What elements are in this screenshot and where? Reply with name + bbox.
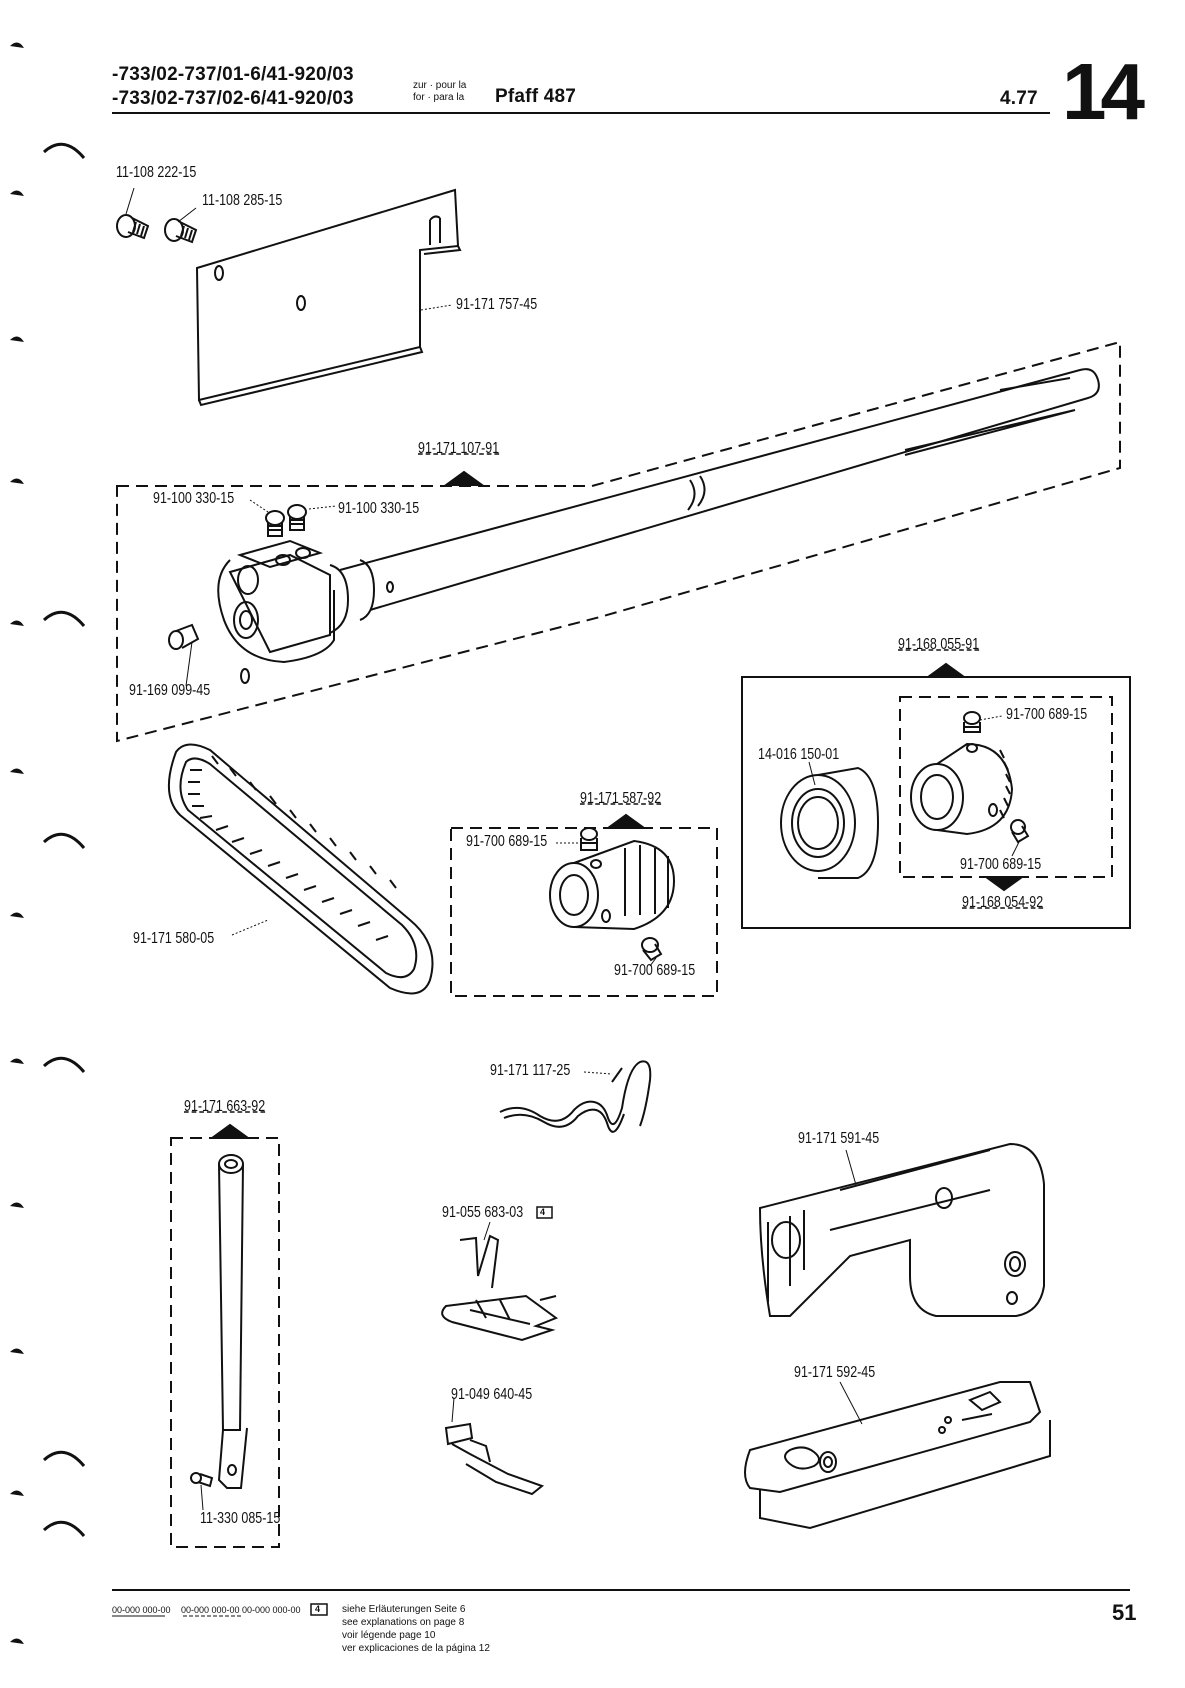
edge-foot-icon	[444, 1422, 545, 1496]
collar-sub-icon	[910, 742, 1014, 836]
part-label-collar-assembly: 91-168 054-92	[962, 894, 1044, 911]
page-number: 51	[1112, 1600, 1137, 1625]
needle-bar-icon	[217, 1154, 248, 1489]
part-label-screw-b: 11-108 285-15	[202, 192, 283, 209]
machine-title: Pfaff 487	[495, 86, 577, 107]
zur-pour-la-label: zur · pour la	[413, 80, 467, 91]
pulley-screw-2-icon	[641, 937, 663, 962]
legend-dashed-underline: 00-000 000-00	[181, 1605, 240, 1615]
note-en: see explanations on page 8	[342, 1617, 465, 1628]
note-de: siehe Erläuterungen Seite 6	[342, 1604, 466, 1615]
legend-ref-box: 4	[315, 1604, 321, 1614]
legend-no-underline: 00-000 000-00	[242, 1605, 301, 1615]
part-label-screw-a: 11-108 222-15	[116, 164, 197, 181]
part-label-shaft-assembly: 91-171 107-91	[418, 440, 500, 457]
part-label-pulley-assembly: 91-171 587-92	[580, 790, 662, 807]
part-label-bearing-assembly: 91-168 055-91	[898, 636, 980, 653]
screw-b-icon	[164, 218, 198, 244]
pulley-icon	[549, 839, 676, 931]
part-label-pulley-screw-2: 91-700 689-15	[614, 962, 696, 979]
part-label-set-screw-right: 91-100 330-15	[338, 500, 420, 517]
part-label-presser-foot: 91-055 683-03	[442, 1204, 524, 1221]
part-label-ball-bearing: 14-016 150-01	[758, 746, 840, 763]
needle-bar-screw-icon	[190, 1472, 214, 1488]
for-para-la-label: for · para la	[413, 92, 465, 103]
set-screw-left-icon	[265, 510, 285, 537]
part-label-set-screw-left: 91-100 330-15	[153, 490, 235, 507]
belt-icon	[167, 743, 434, 995]
part-label-belt: 91-171 580-05	[133, 930, 215, 947]
part-label-bed-plate: 91-171 592-45	[794, 1364, 876, 1381]
legend-solid-underline: 00-000 000-00	[112, 1605, 171, 1615]
date-label: 4.77	[1000, 88, 1038, 109]
presser-foot-ref-number: 4	[540, 1207, 546, 1217]
margin-marks	[10, 42, 24, 1644]
part-label-wire-guide: 91-171 117-25	[490, 1062, 571, 1079]
shaft-icon	[339, 368, 1100, 611]
part-label-pulley-screw-1: 91-700 689-15	[466, 833, 548, 850]
section-number: 14	[1062, 47, 1145, 136]
collar-icon	[217, 539, 394, 684]
bearing-screw-1-icon	[963, 711, 981, 733]
note-es: ver explicaciones de la página 12	[342, 1643, 490, 1654]
bed-plate-icon	[744, 1381, 1051, 1530]
wire-guide-icon	[499, 1060, 652, 1133]
part-label-edge-foot: 91-049 640-45	[451, 1386, 533, 1403]
part-label-bearing-screw-2: 91-700 689-15	[960, 856, 1042, 873]
ball-bearing-icon	[780, 766, 880, 879]
bearing-screw-2-icon	[1010, 819, 1030, 844]
part-label-bearing-screw-1: 91-700 689-15	[1006, 706, 1088, 723]
model-line-1: -733/02-737/01-6/41-920/03	[112, 64, 354, 85]
arm-icon	[758, 1142, 1045, 1317]
model-line-2: -733/02-737/02-6/41-920/03	[112, 88, 354, 109]
part-label-needle-bar-assembly: 91-171 663-92	[184, 1098, 266, 1115]
part-label-plate: 91-171 757-45	[456, 296, 538, 313]
part-label-pin: 91-169 099-45	[129, 682, 211, 699]
set-screw-right-icon	[287, 504, 307, 531]
pulley-screw-1-icon	[580, 827, 598, 851]
plate-icon	[195, 188, 462, 407]
part-label-arm: 91-171 591-45	[798, 1130, 880, 1147]
pin-icon	[168, 623, 200, 650]
presser-foot-icon	[441, 1234, 559, 1342]
screw-a-icon	[116, 214, 150, 240]
note-fr: voir légende page 10	[342, 1630, 436, 1641]
part-label-needle-bar-screw: 11-330 085-15	[200, 1510, 281, 1527]
